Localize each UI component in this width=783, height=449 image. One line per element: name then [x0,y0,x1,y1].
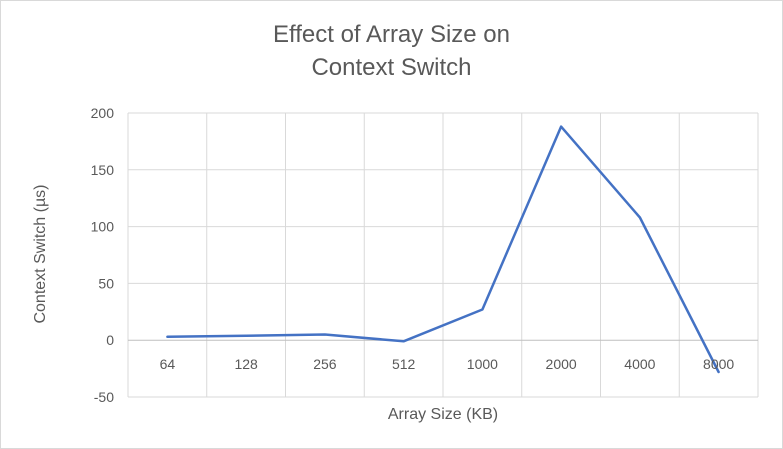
x-tick-label: 1000 [467,356,498,372]
series-layer [166,125,720,374]
x-tick-label: 2000 [546,356,577,372]
y-tick-label: -50 [94,389,114,405]
x-tick-label: 4000 [624,356,655,372]
y-tick-label: 150 [91,162,115,178]
x-tick-label: 512 [392,356,416,372]
series-line [166,125,720,374]
chart-title-line-2: Context Switch [311,54,472,81]
y-tick-label: 50 [98,275,114,291]
y-axis-title: Context Switch (µs) [32,184,49,323]
chart-title: Effect of Array Size on Context Switch [0,18,783,84]
tick-labels: -50 0 50 100 150 200 64 128 256 512 1000 2000 4000 80… [91,105,735,405]
y-tick-label: 100 [91,219,115,235]
gridlines [127,112,759,398]
x-tick-label: 128 [234,356,258,372]
y-tick-label: 200 [91,105,115,121]
x-tick-label: 64 [160,356,176,372]
chart-title-line-1: Effect of Array Size on [272,21,510,48]
x-tick-label: 256 [313,356,337,372]
x-axis-title: Array Size (KB) [388,406,498,423]
y-tick-label: 0 [106,332,114,348]
x-tick-label: 8000 [703,356,734,372]
